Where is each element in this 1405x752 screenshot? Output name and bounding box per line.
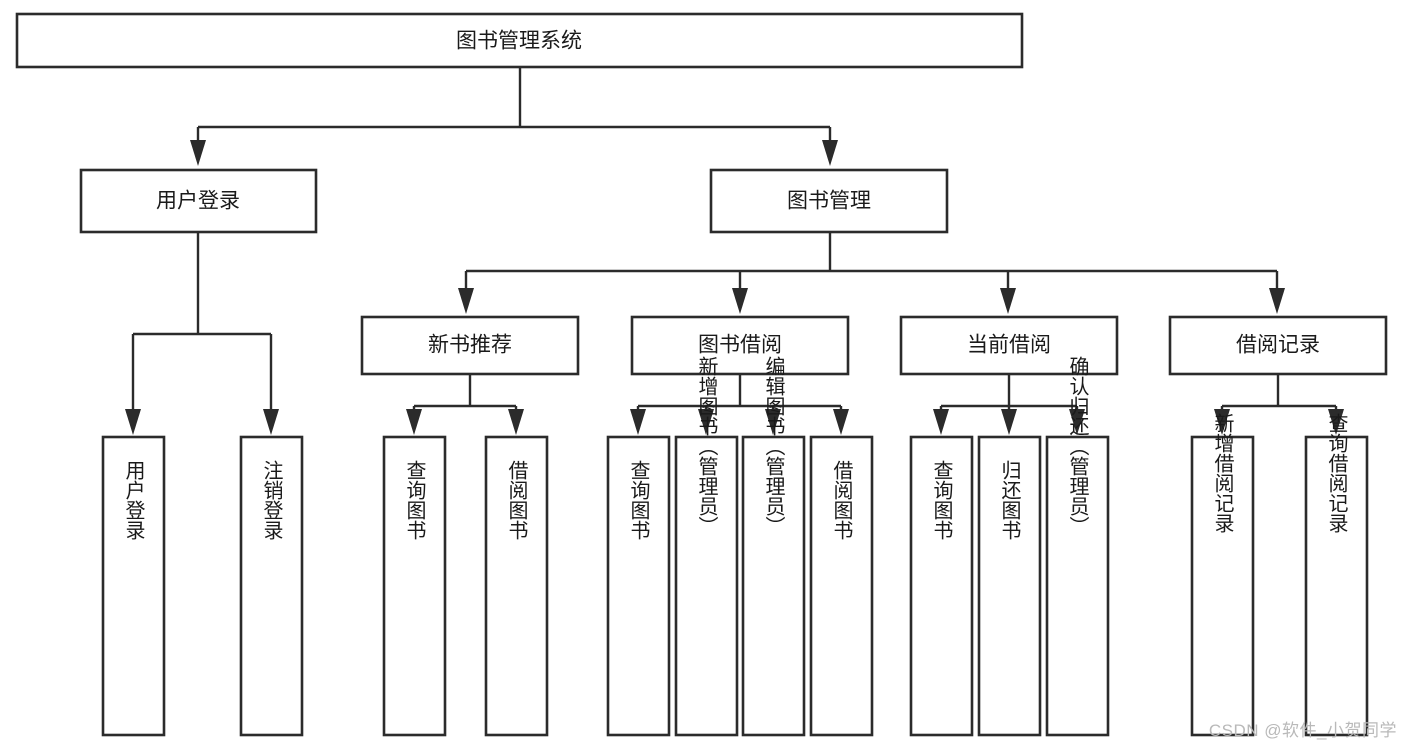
arrow-head-currentborrow-leaf-1	[933, 409, 949, 435]
arrow-head-user-leaf-1	[125, 409, 141, 435]
node-current-borrow[interactable]: 当前借阅	[899, 315, 1119, 376]
leaf-current-borrow-confirm[interactable]: 确认归还（管理员）	[1045, 356, 1110, 737]
arrow-head-current-borrow	[1000, 288, 1016, 314]
arrow-head-currentborrow-leaf-3	[1069, 409, 1085, 435]
csdn-watermark: CSDN @软件_小贺同学	[1208, 721, 1397, 740]
node-book-borrow[interactable]: 图书借阅	[630, 315, 850, 376]
leaf-current-borrow-return[interactable]: 归还图书	[977, 435, 1042, 737]
connector-group-book-mgmt	[458, 233, 1285, 314]
leaf-book-borrow-query-label: 查询图书	[627, 460, 650, 540]
leaf-new-book-borrow-box[interactable]	[484, 435, 549, 737]
arrow-head-newbook-leaf-1	[406, 409, 422, 435]
node-new-book-recommend[interactable]: 新书推荐	[360, 315, 580, 376]
connector-group-current-borrow	[933, 375, 1085, 435]
node-book-management-label: 图书管理	[787, 190, 871, 213]
connector-group-root	[190, 67, 838, 166]
leaf-user-login-login-box[interactable]	[101, 435, 166, 737]
leaf-borrow-record-add-box[interactable]	[1190, 435, 1255, 737]
node-book-management[interactable]: 图书管理	[709, 168, 949, 234]
node-book-borrow-label: 图书借阅	[698, 334, 782, 357]
arrow-head-new-book	[458, 288, 474, 314]
leaf-current-borrow-query-label: 查询图书	[930, 460, 953, 540]
leaf-book-borrow-borrow-box[interactable]	[809, 435, 874, 737]
arrow-head-bookborrow-leaf-2	[698, 409, 714, 435]
node-user-login[interactable]: 用户登录	[79, 168, 318, 234]
node-book-borrow-box[interactable]	[630, 315, 850, 376]
node-borrow-record-label: 借阅记录	[1236, 334, 1320, 357]
arrow-head-bookborrow-leaf-3	[765, 409, 781, 435]
leaf-current-borrow-query[interactable]: 查询图书	[909, 435, 974, 737]
leaf-current-borrow-return-box[interactable]	[977, 435, 1042, 737]
node-new-book-recommend-label: 新书推荐	[428, 334, 512, 357]
leaf-borrow-record-add-label: 新增借阅记录	[1211, 413, 1234, 533]
leaf-user-login-logout-label: 注销登录	[260, 460, 283, 540]
leaf-new-book-borrow[interactable]: 借阅图书	[484, 435, 549, 737]
node-borrow-record[interactable]: 借阅记录	[1168, 315, 1388, 376]
leaf-book-borrow-edit-label: 编辑图书（管理员）	[762, 356, 785, 536]
arrow-head-user-leaf-2	[263, 409, 279, 435]
connector-group-new-book	[406, 375, 524, 435]
leaf-book-borrow-borrow[interactable]: 借阅图书	[809, 435, 874, 737]
leaf-new-book-query-box[interactable]	[382, 435, 447, 737]
arrow-head-borrowrecord-leaf-1	[1214, 409, 1230, 435]
arrow-head-bookborrow-leaf-1	[630, 409, 646, 435]
arrow-head-currentborrow-leaf-2	[1001, 409, 1017, 435]
leaf-current-borrow-return-label: 归还图书	[998, 460, 1021, 540]
leaf-borrow-record-query[interactable]: 查询借阅记录	[1304, 413, 1369, 737]
arrow-head-bookborrow-leaf-4	[833, 409, 849, 435]
arrow-head-borrowrecord-leaf-2	[1328, 409, 1344, 435]
leaf-user-login-logout-box[interactable]	[239, 435, 304, 737]
leaf-borrow-record-query-label: 查询借阅记录	[1325, 413, 1348, 533]
connector-group-borrow-record	[1214, 375, 1344, 435]
node-current-borrow-label: 当前借阅	[967, 334, 1051, 357]
arrow-head-book-borrow	[732, 288, 748, 314]
arrow-head-newbook-leaf-2	[508, 409, 524, 435]
node-user-login-label: 用户登录	[156, 190, 240, 213]
leaf-borrow-record-query-box[interactable]	[1304, 435, 1369, 737]
leaf-new-book-query-label: 查询图书	[403, 460, 426, 540]
node-root-book-management-system[interactable]: 图书管理系统	[15, 12, 1024, 69]
leaf-book-borrow-borrow-label: 借阅图书	[830, 460, 853, 540]
leaf-user-login-login-label: 用户登录	[122, 460, 145, 540]
arrow-head-to-user-login	[190, 140, 206, 166]
node-user-login-box[interactable]	[79, 168, 318, 234]
node-current-borrow-box[interactable]	[899, 315, 1119, 376]
node-borrow-record-box[interactable]	[1168, 315, 1388, 376]
leaf-borrow-record-add[interactable]: 新增借阅记录	[1190, 413, 1255, 737]
connector-group-book-borrow	[630, 375, 849, 435]
leaf-new-book-borrow-label: 借阅图书	[505, 460, 528, 540]
leaf-current-borrow-query-box[interactable]	[909, 435, 974, 737]
leaf-book-borrow-edit-box[interactable]	[741, 435, 806, 737]
node-root-box[interactable]	[15, 12, 1024, 69]
leaf-book-borrow-add-box[interactable]	[674, 435, 739, 737]
leaf-user-login-login[interactable]: 用户登录	[101, 435, 166, 737]
leaf-new-book-query[interactable]: 查询图书	[382, 435, 447, 737]
node-new-book-recommend-box[interactable]	[360, 315, 580, 376]
connector-group-user-login	[125, 233, 279, 435]
node-root-label: 图书管理系统	[456, 30, 582, 53]
leaf-book-borrow-add[interactable]: 新增图书（管理员）	[674, 356, 739, 737]
node-book-management-box[interactable]	[709, 168, 949, 234]
leaf-book-borrow-query[interactable]: 查询图书	[606, 435, 671, 737]
leaf-current-borrow-confirm-label: 确认归还（管理员）	[1066, 356, 1089, 536]
leaf-book-borrow-edit[interactable]: 编辑图书（管理员）	[741, 356, 806, 737]
leaf-user-login-logout[interactable]: 注销登录	[239, 435, 304, 737]
arrow-head-borrow-record	[1269, 288, 1285, 314]
leaf-current-borrow-confirm-box[interactable]	[1045, 435, 1110, 737]
leaf-book-borrow-add-label: 新增图书（管理员）	[695, 356, 718, 536]
arrow-head-to-book-mgmt	[822, 140, 838, 166]
leaf-book-borrow-query-box[interactable]	[606, 435, 671, 737]
